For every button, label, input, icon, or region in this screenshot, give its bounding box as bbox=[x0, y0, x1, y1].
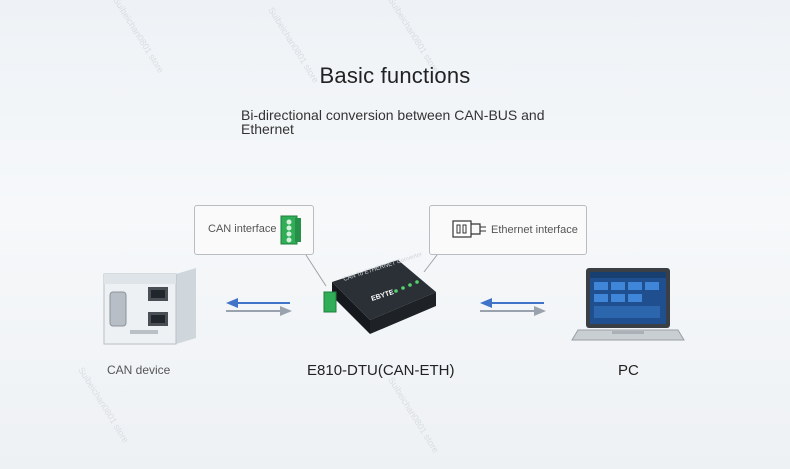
ethernet-interface-callout: Ethernet interface bbox=[429, 205, 587, 255]
can-interface-label: CAN interface bbox=[208, 223, 277, 235]
ethernet-interface-label: Ethernet interface bbox=[491, 224, 578, 236]
pc-laptop-illustration bbox=[571, 268, 685, 341]
bidirectional-arrow-right bbox=[480, 298, 546, 316]
ethernet-pointer-line bbox=[423, 254, 438, 273]
can-interface-callout: CAN interface bbox=[194, 205, 314, 255]
ethernet-port-icon bbox=[452, 220, 486, 238]
converter-illustration: CAN To ETHERNET Converter EBYTE bbox=[323, 252, 436, 334]
page-title: Basic functions bbox=[319, 63, 471, 88]
can-pointer-line bbox=[305, 254, 327, 287]
page-subtitle: Bi-directional conversion between CAN-BU… bbox=[241, 107, 545, 137]
pc-label: PC bbox=[618, 362, 639, 379]
converter-label: E810-DTU(CAN-ETH) bbox=[307, 362, 455, 379]
bidirectional-arrow-left bbox=[226, 298, 292, 316]
terminal-block-icon bbox=[280, 215, 301, 245]
can-device-illustration bbox=[103, 268, 196, 345]
can-device-label: CAN device bbox=[107, 363, 171, 377]
